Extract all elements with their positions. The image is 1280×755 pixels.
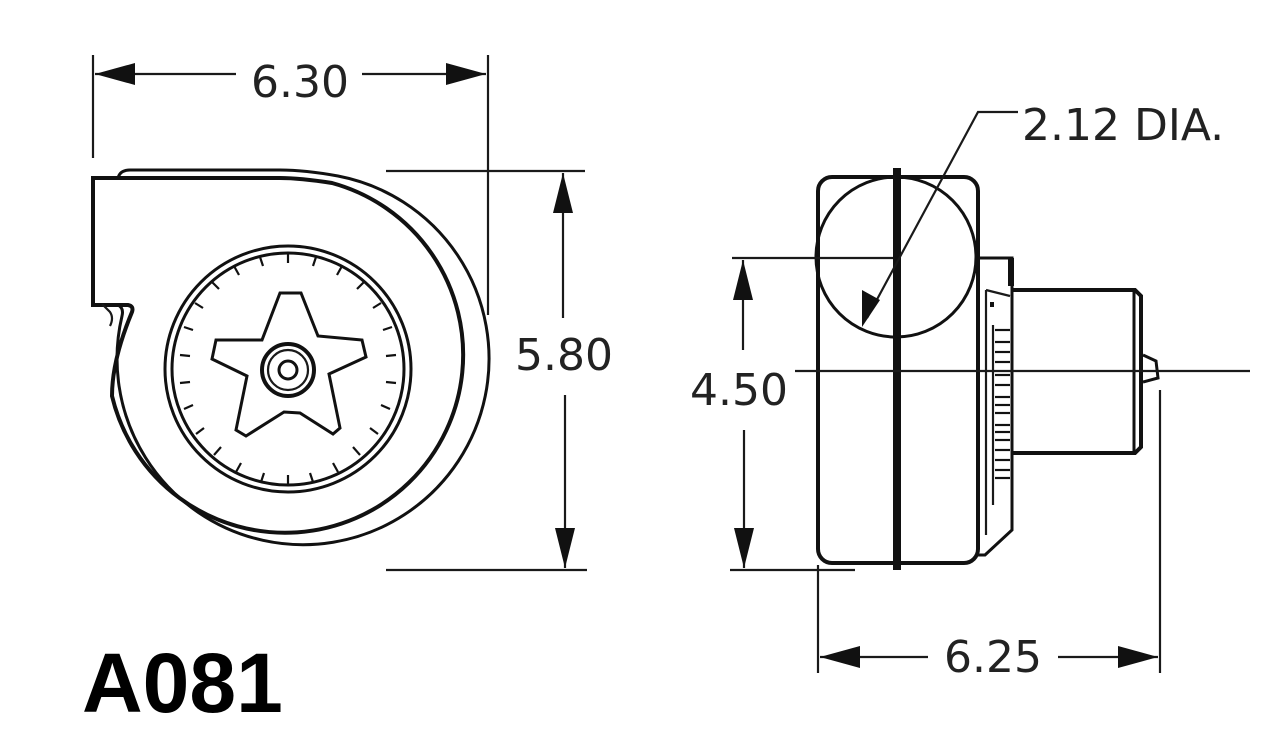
star-hub [210, 291, 368, 438]
model-number: A081 [82, 636, 283, 730]
scroll-housing [91, 168, 491, 547]
inlet-diameter-label: 2.12 DIA. [1022, 100, 1224, 151]
motor-flange [978, 256, 1014, 557]
height-dimension-label: 5.80 [515, 330, 613, 381]
side-view: 2.12 DIA. 4.50 6.25 [690, 100, 1250, 683]
depth-dimension: 6.25 [816, 390, 1162, 683]
center-height-dimension: 4.50 [690, 256, 893, 572]
inlet-diameter-callout: 2.12 DIA. [862, 100, 1224, 327]
width-dimension: 6.30 [91, 55, 490, 315]
blower-wheel [163, 244, 413, 494]
center-height-label: 4.50 [690, 365, 788, 416]
wheel-blades [179, 253, 397, 485]
height-dimension: 5.80 [386, 169, 613, 572]
front-view: 6.30 5.80 [91, 55, 613, 572]
width-dimension-label: 6.30 [251, 57, 349, 108]
depth-dimension-label: 6.25 [944, 632, 1042, 683]
